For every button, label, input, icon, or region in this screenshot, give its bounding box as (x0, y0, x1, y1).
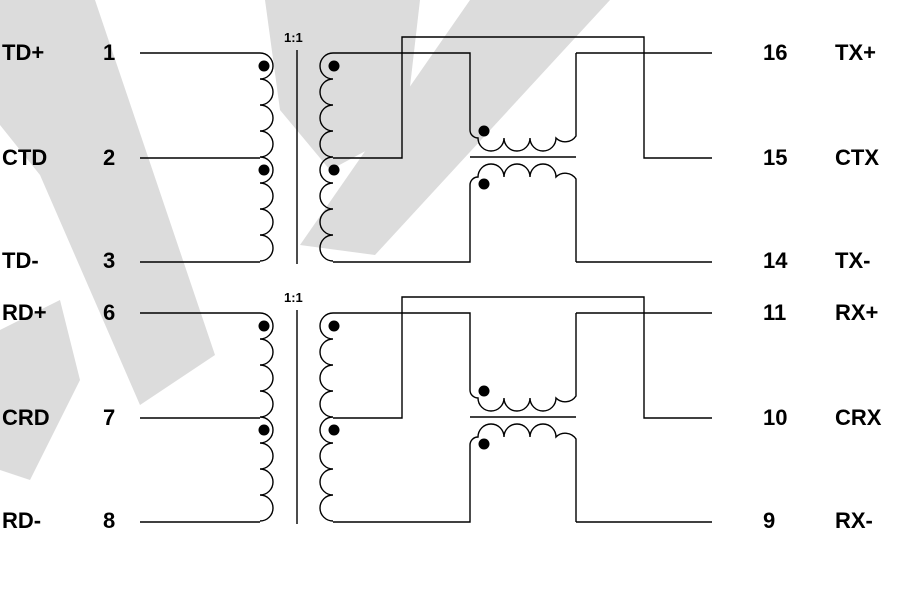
pin-name-ctd: CTD (2, 145, 47, 170)
pin-name-rd-minus: RD- (2, 508, 41, 533)
secondary-winding (319, 312, 334, 522)
pin-name-rd-plus: RD+ (2, 300, 47, 325)
pin-number-7: 7 (103, 405, 115, 430)
pin-name-tx-minus: TX- (835, 248, 870, 273)
primary-winding (259, 52, 274, 262)
polarity-dot (258, 164, 270, 176)
watermark (0, 0, 610, 480)
pin-number-1: 1 (103, 40, 115, 65)
polarity-dot (478, 438, 490, 450)
pin-name-td-minus: TD- (2, 248, 39, 273)
polarity-dot (478, 178, 490, 190)
polarity-dot (258, 60, 270, 72)
pin-number-10: 10 (763, 405, 787, 430)
pin-number-6: 6 (103, 300, 115, 325)
polarity-dot (478, 125, 490, 137)
pin-name-crd: CRD (2, 405, 50, 430)
primary-winding (259, 312, 274, 522)
wire-secondary-bottom (333, 445, 471, 523)
pin-number-8: 8 (103, 508, 115, 533)
polarity-dot (478, 385, 490, 397)
turns-ratio-label: 1:1 (284, 290, 303, 305)
pin-name-rx-plus: RX+ (835, 300, 878, 325)
polarity-dot (328, 320, 340, 332)
pin-number-14: 14 (763, 248, 788, 273)
wire-secondary-center (333, 36, 712, 159)
secondary-winding (319, 52, 334, 262)
wire-secondary-top (333, 312, 471, 390)
pin-name-ctx: CTX (835, 145, 879, 170)
choke-winding-lower (469, 163, 577, 262)
pin-number-9: 9 (763, 508, 775, 533)
pin-number-16: 16 (763, 40, 787, 65)
pin-number-15: 15 (763, 145, 787, 170)
polarity-dot (328, 424, 340, 436)
choke-winding-lower (469, 423, 577, 522)
pin-name-rx-minus: RX- (835, 508, 873, 533)
wire-secondary-center (333, 296, 712, 419)
wire-secondary-bottom (333, 185, 471, 263)
polarity-dot (258, 320, 270, 332)
wire-secondary-top (333, 52, 471, 130)
pin-name-crx: CRX (835, 405, 882, 430)
pin-name-tx-plus: TX+ (835, 40, 876, 65)
pin-name-td-plus: TD+ (2, 40, 44, 65)
tx-section: TD+ 1 CTD 2 TD- 3 1:1 16 TX+ 15 CTX 14 T… (2, 30, 879, 273)
turns-ratio-label: 1:1 (284, 30, 303, 45)
polarity-dot (258, 424, 270, 436)
pin-number-3: 3 (103, 248, 115, 273)
pin-number-11: 11 (763, 300, 786, 325)
pin-number-2: 2 (103, 145, 115, 170)
choke-winding-upper (469, 53, 577, 152)
choke-winding-upper (469, 313, 577, 412)
polarity-dot (328, 60, 340, 72)
rx-section: RD+ 6 CRD 7 RD- 8 1:1 11 RX+ 10 CRX 9 RX… (2, 290, 882, 533)
polarity-dot (328, 164, 340, 176)
